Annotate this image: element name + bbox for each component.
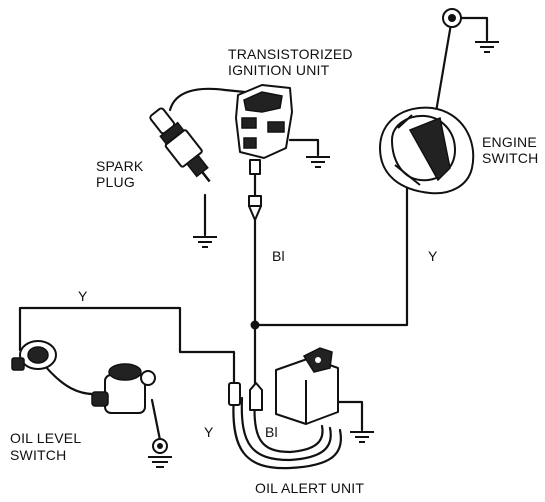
spark-plug-label-line2: PLUG: [96, 174, 135, 190]
oil-alert-connector-y: [228, 382, 241, 406]
engine-switch: [379, 106, 475, 195]
ignition-unit: [235, 84, 293, 175]
wire-engine-top: [434, 16, 454, 114]
oil-level-switch-label-line1: OIL LEVEL: [10, 430, 82, 446]
wire-label-oil-alert-right: Bl: [265, 424, 278, 440]
oil-level-ground-wire: [150, 398, 162, 442]
engine-switch-terminal: [442, 8, 462, 28]
wire-y-engine-switch: [253, 183, 409, 327]
ground-icon-engine-switch: [475, 41, 499, 53]
wire-label-engine-switch: Y: [428, 248, 438, 264]
bl-wire-connector: [248, 195, 262, 221]
engine-switch-label-line1: ENGINE: [482, 134, 537, 150]
oil-alert-bundle-2: [240, 396, 332, 462]
oil-alert-unit: [275, 347, 339, 425]
wire-label-ignition: Bl: [272, 248, 285, 264]
ground-icon-oil-level: [148, 438, 172, 468]
ignition-unit-label-line2: IGNITION UNIT: [228, 62, 330, 78]
oil-level-switch-label-line2: SWITCH: [10, 447, 67, 463]
ground-icon-oil-alert: [350, 431, 374, 443]
wire-engine-ground: [450, 16, 489, 42]
spark-plug-lead: [168, 87, 247, 112]
ignition-ground-wire: [288, 138, 320, 157]
oil-alert-bundle: [232, 393, 342, 470]
spark-plug-label-line1: SPARK: [96, 158, 144, 174]
oil-alert-connector-bl: [249, 382, 263, 411]
oil-alert-bundle-3: [253, 396, 324, 454]
wire-label-oil-alert-left: Y: [204, 424, 214, 440]
oil-alert-ground-wire: [336, 400, 364, 432]
spark-plug: [149, 107, 211, 183]
ground-icon-spark-plug: [193, 236, 217, 248]
oil-alert-unit-label: OIL ALERT UNIT: [255, 480, 365, 496]
ground-icon-ignition-unit: [306, 156, 330, 168]
oil-level-switch: [11, 340, 156, 414]
engine-switch-label-line2: SWITCH: [482, 150, 539, 166]
wire-y-oil-level: [18, 306, 236, 387]
ignition-unit-label-line1: TRANSISTORIZED: [228, 46, 353, 62]
wire-label-oil-level-top: Y: [78, 288, 88, 304]
